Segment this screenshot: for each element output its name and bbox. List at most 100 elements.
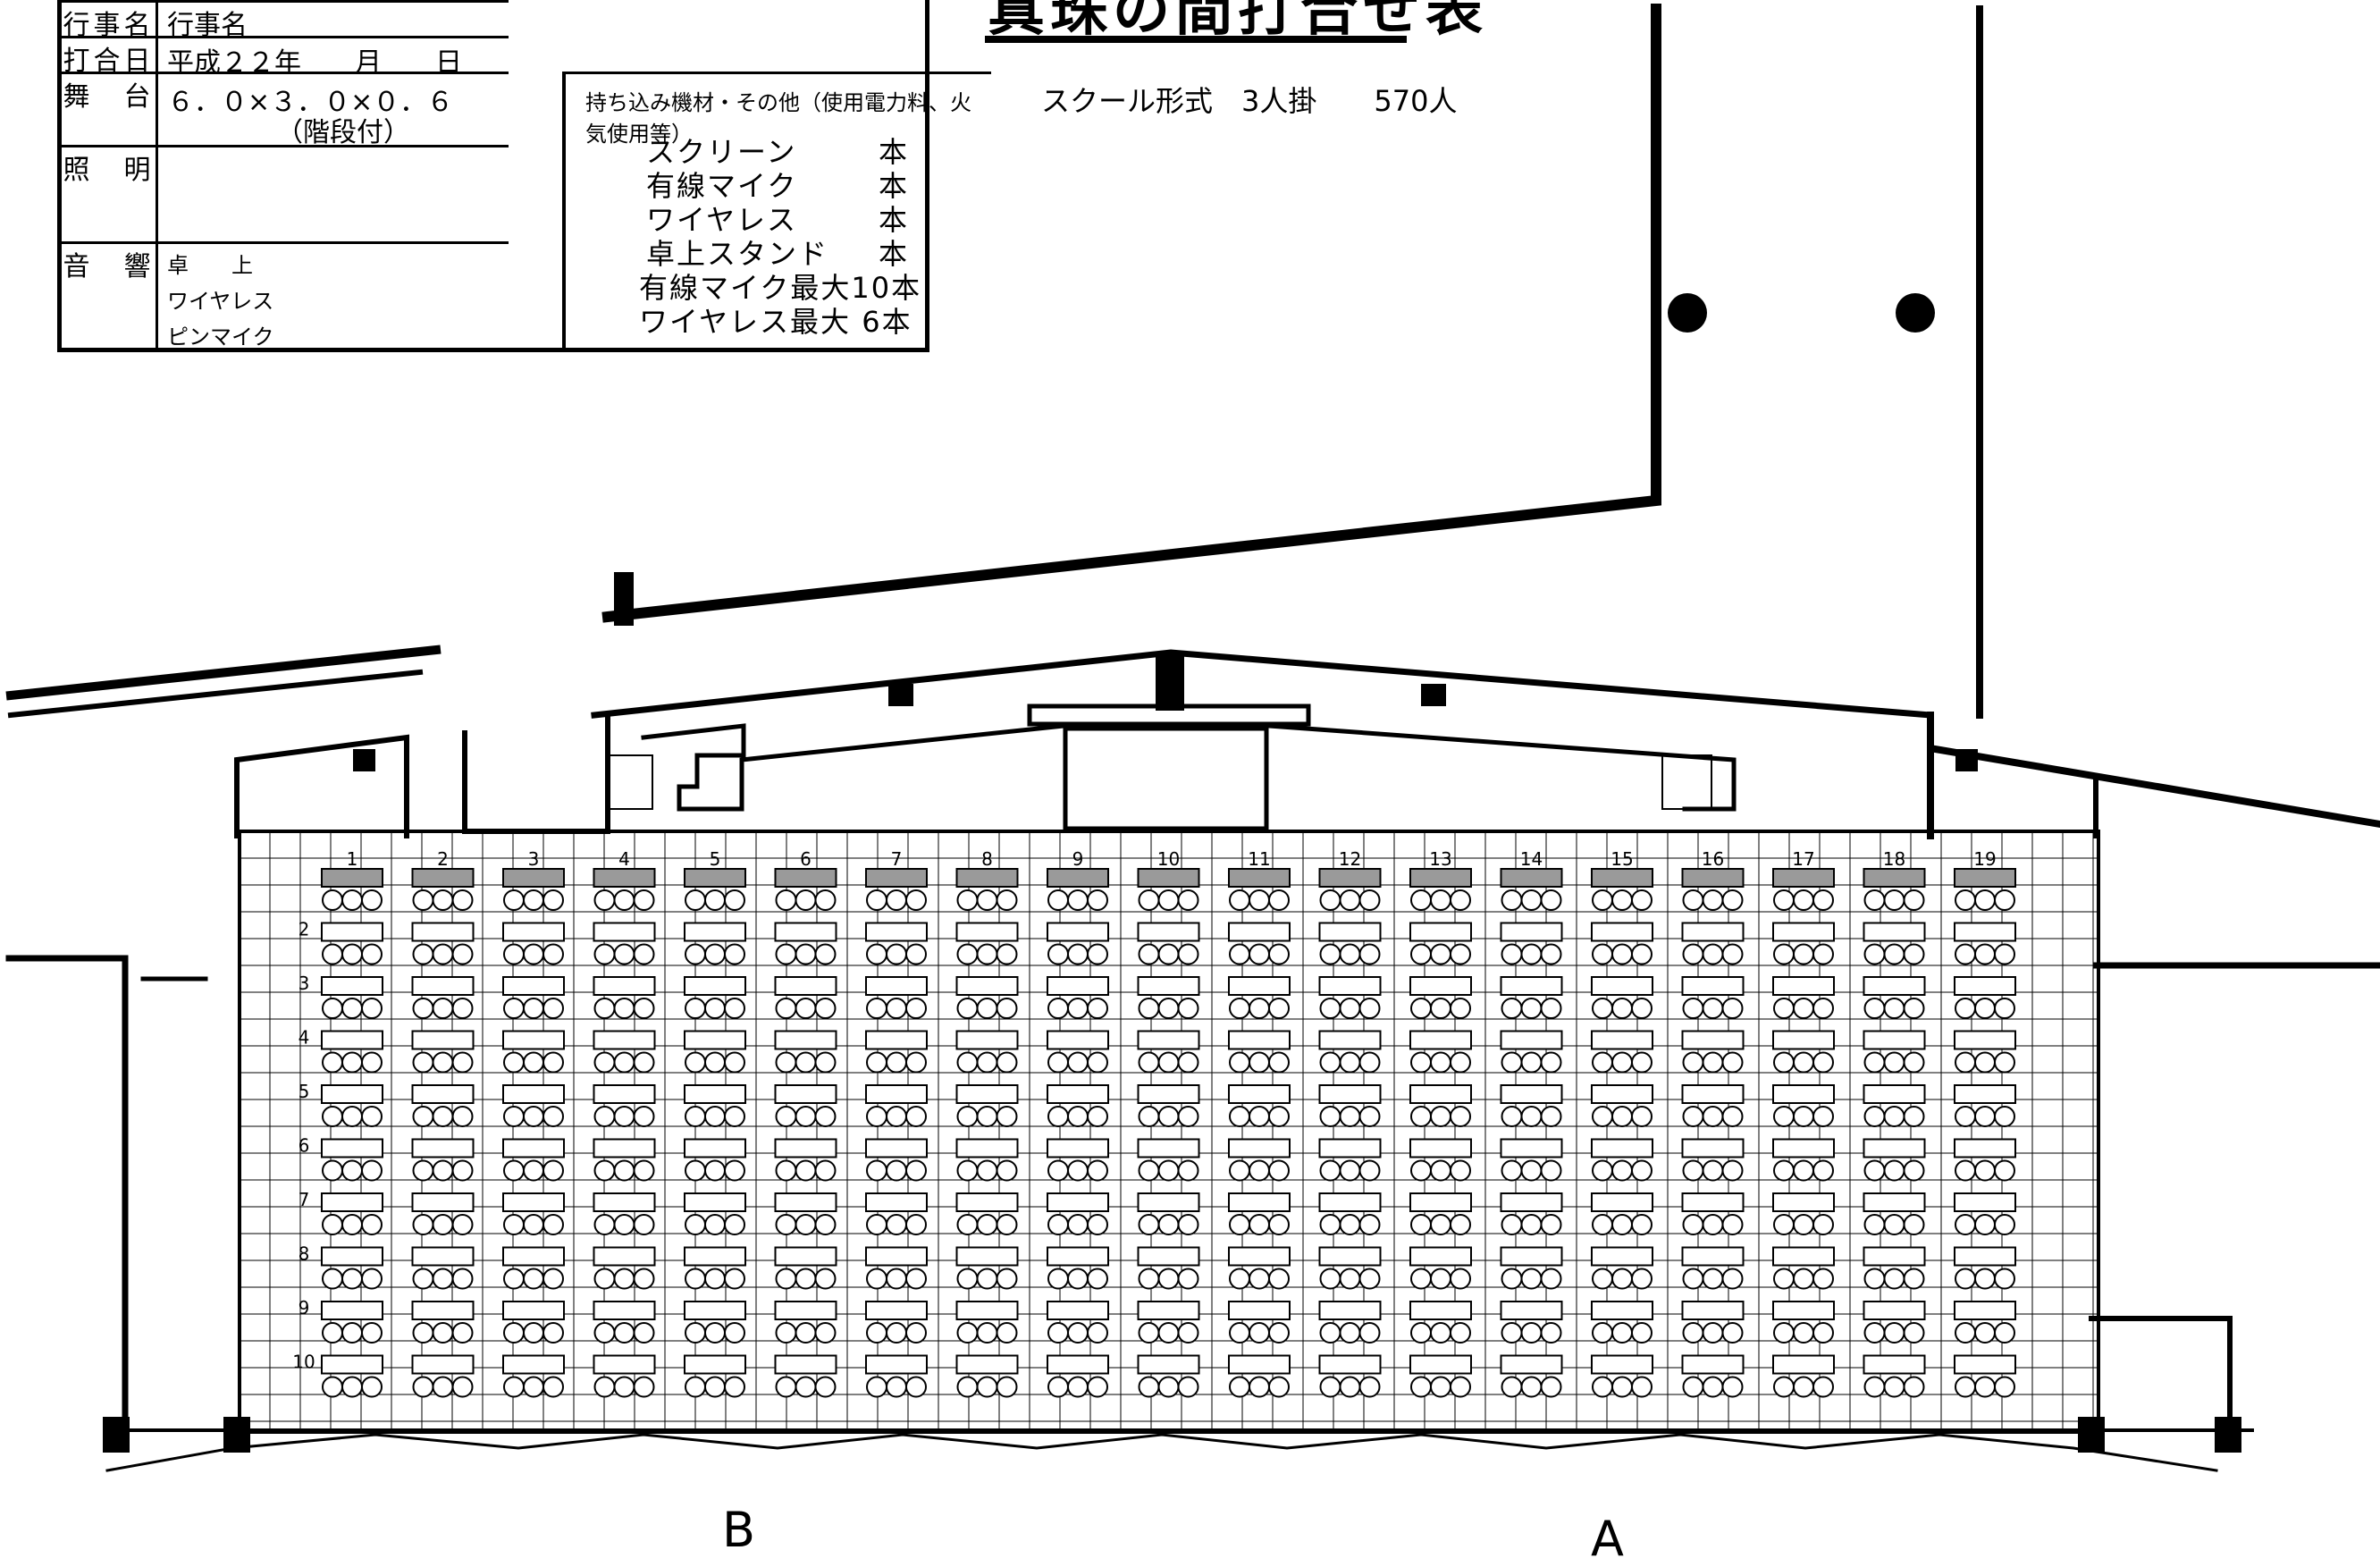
seat — [1994, 943, 2015, 965]
table — [684, 976, 746, 996]
seat — [633, 1106, 655, 1127]
seat — [886, 943, 907, 965]
seat — [1157, 943, 1180, 965]
seat — [1793, 1322, 1814, 1344]
seat — [1974, 889, 1996, 911]
table — [411, 976, 475, 996]
seat — [1702, 998, 1724, 1019]
seat — [976, 1268, 998, 1290]
pillar — [1421, 684, 1446, 706]
seat — [1520, 1051, 1543, 1074]
seat — [1520, 1214, 1543, 1235]
seat — [1955, 1376, 1976, 1398]
table — [774, 1192, 837, 1212]
seat — [866, 1214, 887, 1235]
seat — [956, 1268, 979, 1290]
table — [1500, 1246, 1563, 1267]
seat — [1721, 1106, 1744, 1127]
table — [593, 1138, 656, 1158]
seat — [814, 998, 837, 1019]
seat — [1047, 1322, 1069, 1344]
left-outer-wall — [5, 955, 129, 1420]
seat — [724, 1376, 745, 1398]
seat — [1773, 889, 1795, 911]
seat — [1450, 1214, 1471, 1235]
table — [1318, 1301, 1382, 1320]
seat — [1358, 998, 1381, 1019]
seat — [322, 1376, 343, 1398]
seat — [886, 1106, 907, 1127]
right-room-wall-2 — [1931, 746, 2098, 838]
table — [684, 868, 746, 888]
seat — [432, 1214, 454, 1235]
table — [1772, 868, 1835, 888]
table — [1772, 922, 1835, 942]
seat — [1793, 1051, 1814, 1074]
seat — [956, 998, 979, 1019]
seat — [1682, 1106, 1704, 1127]
seat — [523, 943, 544, 965]
info-row-date: 打合日 平成２２年 月 日 — [62, 36, 509, 79]
info-value: ６．０×３．０×０．６ — [167, 87, 454, 118]
table — [1863, 1301, 1926, 1320]
seat — [866, 1051, 887, 1074]
seat — [1955, 1268, 1976, 1290]
seat — [1319, 889, 1341, 911]
seat — [633, 1268, 655, 1290]
seat — [1249, 1106, 1270, 1127]
seat — [1319, 1376, 1341, 1398]
seat — [341, 889, 363, 911]
pillar — [353, 749, 375, 771]
seat — [1450, 1159, 1471, 1182]
seat — [1611, 1268, 1633, 1290]
seat — [1812, 998, 1834, 1019]
seat — [523, 1214, 544, 1235]
table — [1954, 868, 2016, 888]
seat — [1430, 1376, 1451, 1398]
row-number: 6 — [299, 1135, 310, 1157]
table — [1137, 1354, 1200, 1375]
seat — [1047, 1106, 1069, 1127]
seat — [775, 1106, 797, 1127]
seat — [1793, 1159, 1814, 1182]
table — [1591, 976, 1653, 996]
seat — [1249, 889, 1270, 911]
seat — [1430, 943, 1451, 965]
seat — [361, 1051, 383, 1074]
seat — [1177, 889, 1199, 911]
seat — [1229, 1106, 1250, 1127]
seat — [886, 889, 907, 911]
table — [1318, 976, 1382, 996]
seat — [1592, 889, 1613, 911]
table — [955, 1138, 1019, 1158]
seat — [412, 1268, 434, 1290]
seat — [1157, 889, 1180, 911]
seat — [1540, 889, 1562, 911]
upper-corridor-wall-2 — [7, 669, 424, 719]
left-room-wall-2 — [462, 712, 610, 834]
table — [321, 976, 383, 996]
seat — [432, 998, 454, 1019]
seat — [1773, 1106, 1795, 1127]
seat — [1994, 998, 2015, 1019]
column-number: 3 — [528, 848, 540, 870]
table — [1318, 1192, 1382, 1212]
seat — [1157, 1051, 1180, 1074]
entrance-label-a: A — [1591, 1511, 1624, 1567]
info-label: 照 明 — [62, 147, 158, 241]
table — [1318, 1030, 1382, 1050]
equipment-unit: 本 — [879, 169, 908, 203]
table — [955, 1301, 1019, 1320]
table — [1954, 922, 2016, 942]
seat — [1702, 1159, 1724, 1182]
seat — [1631, 1376, 1653, 1398]
seat — [322, 998, 343, 1019]
equipment-note: 有線マイク最大10本 — [639, 271, 922, 305]
table — [1137, 1084, 1200, 1104]
seat — [1773, 1159, 1795, 1182]
seat — [685, 1106, 706, 1127]
table — [684, 1301, 746, 1320]
table — [865, 1138, 928, 1158]
table — [1228, 1084, 1291, 1104]
seat — [1883, 1214, 1905, 1235]
